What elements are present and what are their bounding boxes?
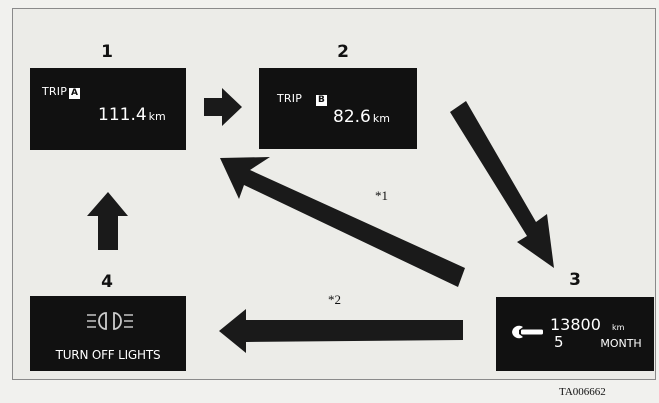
step-2-number: 2 [337,42,349,62]
trip-label-text: TRIP [277,92,303,105]
arrow-4-to-1 [87,192,128,250]
maintenance-months: 5 MONTH [554,333,642,351]
trip-letter-a: A [69,88,81,99]
arrow-3-to-1 [220,157,465,287]
lights-warning-display: TURN OFF LIGHTS [30,296,186,371]
maintenance-distance: 13800 km [550,315,624,334]
wrench-icon [510,322,544,346]
step-3-number: 3 [569,270,581,290]
headlight-icon [86,310,134,336]
arrow-3-to-4 [219,309,463,353]
trip-a-unit: km [148,110,166,123]
trip-b-unit: km [372,112,390,125]
step-1-number: 1 [101,42,113,62]
trip-label-text: TRIP [42,85,68,98]
maintenance-display: 13800 km 5 MONTH [496,297,654,371]
arrow-2-to-3 [450,101,554,268]
months-unit: MONTH [600,337,642,350]
footnote-marker-1: *1 [375,188,388,203]
turn-off-lights-message: TURN OFF LIGHTS [55,348,161,362]
trip-letter-b: B [316,95,328,106]
distance-unit: km [612,323,625,332]
step-4-number: 4 [101,272,113,292]
months-value: 5 [554,333,564,351]
trip-b-label: TRIP B [277,92,328,106]
footnote-marker-2: *2 [328,292,341,307]
figure-code: TA006662 [559,386,606,398]
trip-b-number: 82.6 [333,107,371,127]
arrow-1-to-2 [204,88,242,126]
trip-a-number: 111.4 [98,105,147,125]
distance-value: 13800 [550,315,601,334]
